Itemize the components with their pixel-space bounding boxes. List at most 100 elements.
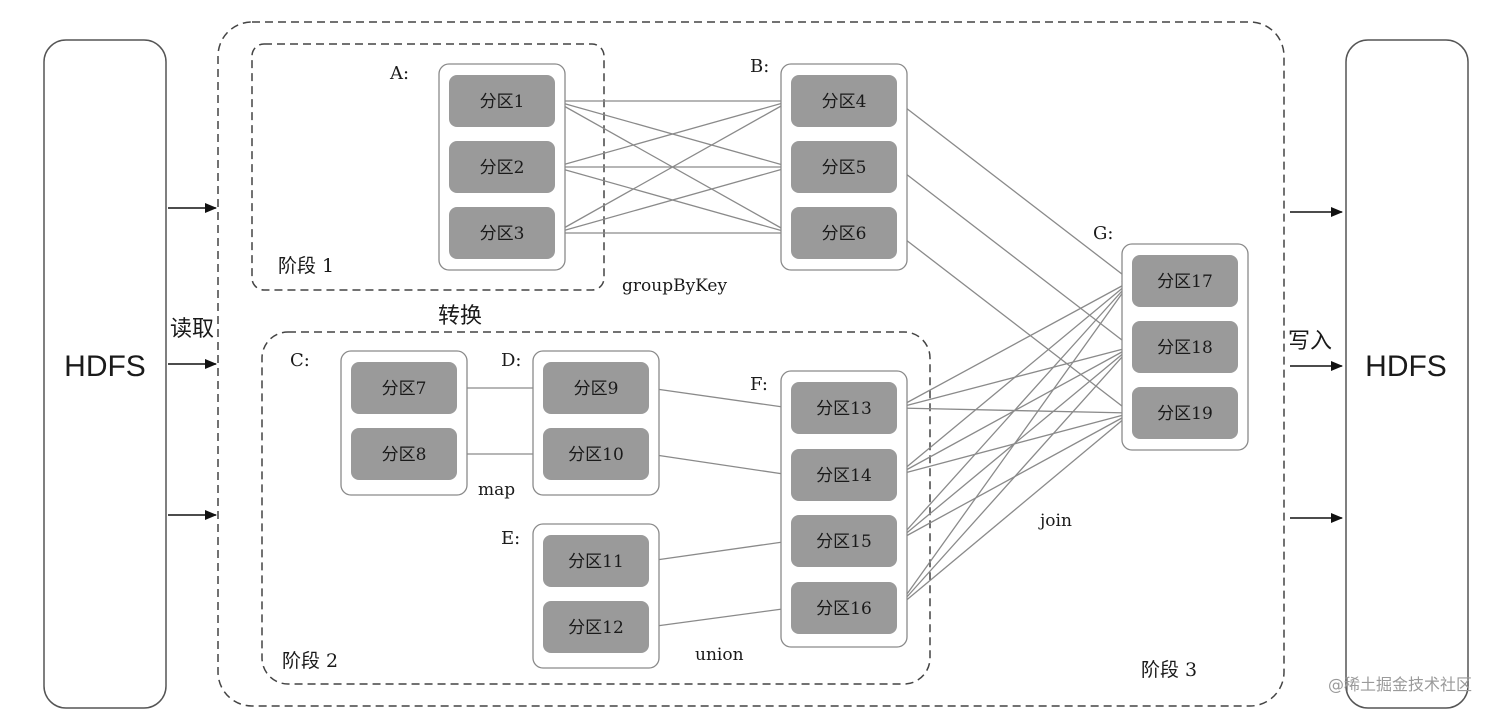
hdfs-source-box	[43, 39, 167, 709]
partition-c-2: 分区8	[351, 428, 457, 480]
partition-label: 分区18	[1157, 338, 1213, 358]
partition-box	[449, 207, 555, 259]
edge-b1-g1	[896, 166, 1132, 348]
rdd-b-label: B:	[750, 56, 769, 77]
partition-box	[543, 428, 649, 480]
partition-label: 分区15	[816, 532, 872, 552]
edge-f3-g0	[896, 280, 1132, 609]
partition-d-2: 分区10	[543, 428, 649, 480]
partition-label: 分区9	[574, 379, 619, 399]
rdd-c-label: C:	[290, 350, 310, 371]
edge-f3-g1	[896, 346, 1132, 609]
partition-a-1: 分区1	[449, 75, 555, 127]
edge-e1-f3	[648, 605, 791, 628]
partition-b-3: 分区6	[791, 207, 897, 259]
partition-box	[543, 601, 649, 653]
op-join-label: join	[1038, 511, 1072, 531]
read-arrows	[168, 203, 217, 520]
stage2-boundary	[261, 331, 931, 685]
hdfs-sink-box	[1345, 39, 1469, 709]
edge-e0-f2	[648, 538, 791, 562]
partition-label: 分区8	[382, 445, 427, 465]
rdd-d-label: D:	[501, 350, 522, 371]
partition-label: 分区5	[822, 158, 867, 178]
partition-label: 分区17	[1157, 272, 1213, 292]
edge-a2-b0	[554, 100, 791, 234]
partition-d-1: 分区9	[543, 362, 649, 414]
partition-label: 分区11	[568, 552, 624, 572]
stage3-boundary	[217, 21, 1285, 707]
edge-f3-g2	[896, 412, 1132, 609]
partition-box	[449, 75, 555, 127]
partition-box	[543, 362, 649, 414]
partition-g-2: 分区18	[1132, 321, 1238, 373]
partition-box	[791, 449, 897, 501]
dependency-edges	[457, 97, 1132, 628]
partition-c-1: 分区7	[351, 362, 457, 414]
edge-f2-g0	[896, 280, 1132, 542]
partition-label: 分区13	[816, 399, 872, 419]
partition-label: 分区4	[822, 92, 867, 112]
partition-box	[543, 535, 649, 587]
rdd-f-container	[780, 370, 908, 648]
partition-g-3: 分区19	[1132, 387, 1238, 439]
edge-f0-g0	[896, 280, 1132, 409]
partition-f-1: 分区13	[791, 382, 897, 434]
partition-box	[1132, 255, 1238, 307]
partition-g-1: 分区17	[1132, 255, 1238, 307]
hdfs-source: HDFS	[43, 39, 167, 709]
partition-f-2: 分区14	[791, 449, 897, 501]
partition-label: 分区19	[1157, 404, 1213, 424]
partition-box	[1132, 321, 1238, 373]
partition-box	[351, 428, 457, 480]
watermark-text: @稀土掘金技术社区	[1328, 675, 1472, 694]
hdfs-sink: HDFS	[1345, 39, 1469, 709]
partition-label: 分区1	[480, 92, 525, 112]
transform-label: 转换	[438, 304, 482, 329]
hdfs-source-label: HDFS	[64, 350, 146, 383]
partition-label: 分区10	[568, 445, 624, 465]
op-union-label: union	[695, 645, 744, 665]
partition-box	[351, 362, 457, 414]
rdd-f-label: F:	[750, 374, 768, 395]
partition-label: 分区3	[480, 224, 525, 244]
partition-label: 分区7	[382, 379, 427, 399]
partition-label: 分区12	[568, 618, 624, 638]
partition-label: 分区16	[816, 599, 872, 619]
partitions: 分区1 分区2 分区3 分区4 分区5 分区6 分区7 分区8 分区9 分区10 分区11 分区12 分…	[351, 75, 1238, 653]
edge-d0-f0	[648, 387, 791, 411]
op-map-label: map	[478, 480, 515, 500]
edge-a2-b1	[554, 165, 791, 234]
partition-box	[791, 582, 897, 634]
edge-a1-b0	[554, 99, 791, 168]
edge-f1-g0	[896, 280, 1132, 476]
edge-b2-g2	[896, 232, 1132, 414]
partition-a-3: 分区3	[449, 207, 555, 259]
partition-box	[791, 207, 897, 259]
stage3-label: 阶段 3	[1141, 659, 1197, 681]
rdd-e-label: E:	[501, 528, 520, 549]
partition-label: 分区2	[480, 158, 525, 178]
write-label: 写入	[1288, 329, 1332, 354]
partition-box	[791, 515, 897, 567]
rdd-a-label: A:	[389, 63, 409, 84]
partition-box	[1132, 387, 1238, 439]
edge-b0-g0	[896, 100, 1132, 282]
read-label: 读取	[170, 317, 214, 342]
stage2-label: 阶段 2	[282, 650, 338, 672]
partition-f-4: 分区16	[791, 582, 897, 634]
partition-box	[791, 141, 897, 193]
partition-label: 分区6	[822, 224, 867, 244]
partition-f-3: 分区15	[791, 515, 897, 567]
edge-d1-f1	[648, 453, 791, 478]
partition-box	[449, 141, 555, 193]
partition-b-2: 分区5	[791, 141, 897, 193]
partition-a-2: 分区2	[449, 141, 555, 193]
stage1-label: 阶段 1	[278, 255, 334, 277]
write-arrows	[1290, 207, 1343, 523]
hdfs-sink-label: HDFS	[1365, 350, 1447, 383]
partition-box	[791, 75, 897, 127]
partition-label: 分区14	[816, 466, 872, 486]
partition-e-2: 分区12	[543, 601, 649, 653]
